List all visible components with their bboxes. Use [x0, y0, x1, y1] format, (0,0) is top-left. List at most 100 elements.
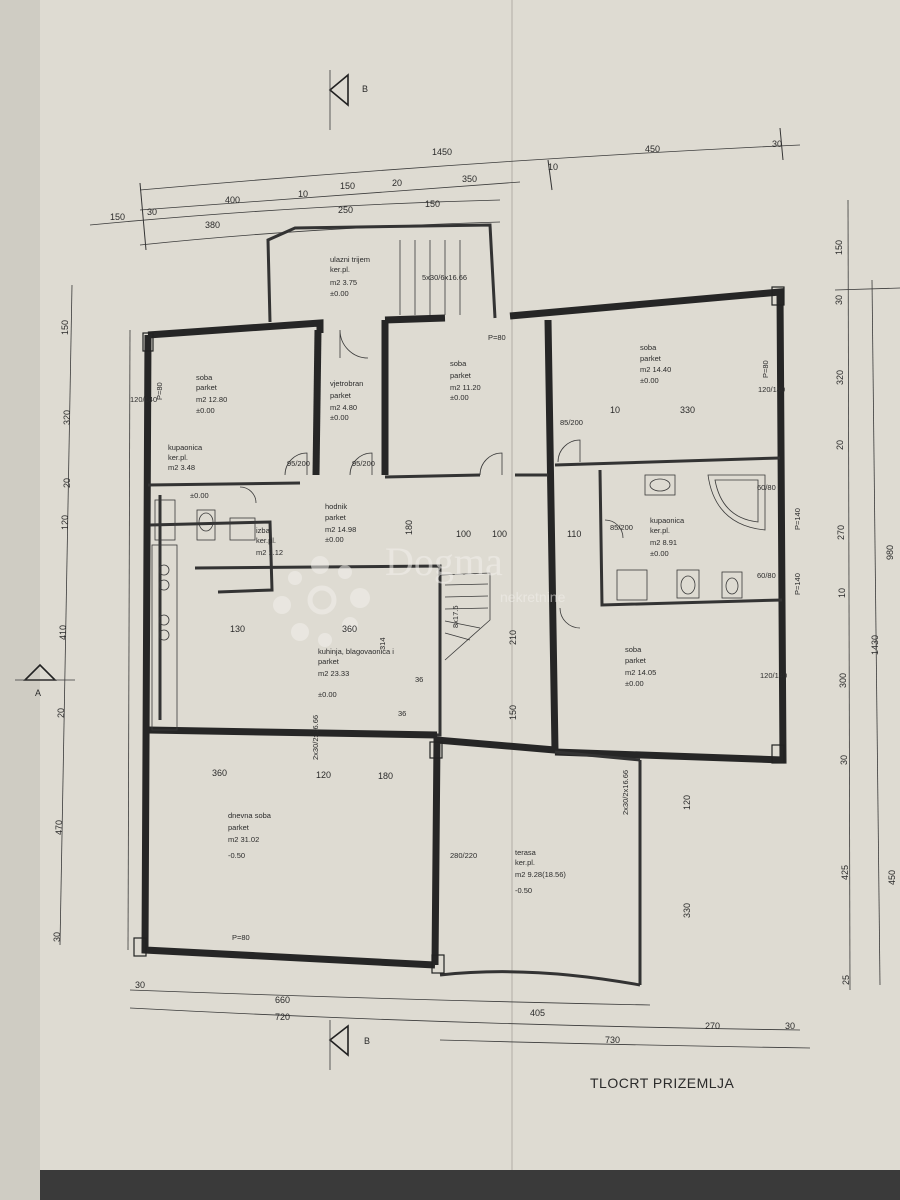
section-marker-bottom-label: B	[364, 1036, 370, 1046]
dim-bottom-720: 720	[275, 1012, 290, 1022]
room-name: kupaonica	[650, 516, 685, 525]
room-name: kupaonica	[168, 443, 203, 452]
room-name: izba	[256, 526, 271, 535]
inner-dim: 180	[404, 520, 414, 535]
dim-left-30: 30	[52, 932, 62, 942]
room-level: ±0.00	[330, 289, 349, 298]
room-area: m2 31.02	[228, 835, 259, 844]
opening-label: P=80	[232, 933, 250, 942]
dim-bottom-730: 730	[605, 1035, 620, 1045]
inner-dim: 180	[378, 771, 393, 781]
section-marker-top-label: B	[362, 84, 368, 94]
dim-right-150: 150	[834, 240, 844, 255]
dim-top-250: 250	[338, 205, 353, 215]
opening-label: P=140	[793, 508, 802, 530]
room-floor: parket	[196, 383, 218, 392]
dim-left-320: 320	[62, 410, 72, 425]
watermark-sub: nekretnine	[500, 589, 566, 605]
dim-top-400: 400	[225, 195, 240, 205]
dim-top-10a: 10	[548, 162, 558, 172]
dim-right-270: 270	[836, 525, 846, 540]
opening-label: 120/140	[130, 395, 157, 404]
room-label-vjetrobran: vjetrobran parket m2 4.80 ±0.00	[330, 379, 363, 422]
dim-left-470: 470	[54, 820, 64, 835]
room-name: vjetrobran	[330, 379, 363, 388]
inner-dim: 110	[567, 529, 581, 539]
dim-top-350: 350	[462, 174, 477, 184]
dim-left-20: 20	[62, 478, 72, 488]
room-area: m2 8.91	[650, 538, 677, 547]
room-level: ±0.00	[450, 393, 469, 402]
room-label-terasa: terasa ker.pl. m2 9.28(18.56) -0.50	[515, 848, 566, 895]
room-floor: parket	[640, 354, 662, 363]
inner-dim: 120	[682, 795, 692, 810]
section-marker-bottom: B	[328, 1020, 370, 1070]
room-floor: ker.pl.	[330, 265, 350, 274]
room-area: m2 23.33	[318, 669, 349, 678]
opening-label: 85/200	[610, 523, 633, 532]
dim-top-30a: 30	[772, 139, 782, 149]
stair-label: 5x30/6x16.66	[422, 273, 467, 282]
room-floor: parket	[330, 391, 352, 400]
room-level: -0.50	[228, 851, 245, 860]
room-label-soba-4: soba parket m2 14.05 ±0.00	[625, 645, 656, 688]
room-label-soba-3: soba parket m2 14.40 ±0.00	[640, 343, 671, 385]
room-label-kuhinja: kuhinja, blagovaonica i parket m2 23.33 …	[318, 647, 394, 699]
stair-label: 2x30/2x16.66	[311, 715, 320, 760]
inner-dim: 280/220	[450, 851, 477, 860]
opening-label: 95/200	[287, 459, 310, 468]
room-level: ±0.00	[325, 535, 344, 544]
opening-label: 85/200	[560, 418, 583, 427]
dim-bottom-405: 405	[530, 1008, 545, 1018]
dim-top-10b: 10	[298, 189, 308, 199]
stair-label: 2x30/2x16.66	[621, 770, 630, 815]
room-level: ±0.00	[196, 406, 215, 415]
dim-top-total: 1450	[432, 147, 452, 157]
dim-top-20: 20	[392, 178, 402, 188]
dim-right-20: 20	[835, 440, 845, 450]
dim-left-20b: 20	[56, 708, 66, 718]
room-area: m2 3.48	[168, 463, 195, 472]
watermark-brand: Dogma	[385, 539, 503, 584]
watermark-logo: Dogma nekretnine	[273, 539, 566, 647]
room-label-kupaonica-2: kupaonica ker.pl. m2 8.91 ±0.00	[650, 516, 685, 558]
room-label-kupaonica-1: kupaonica ker.pl. m2 3.48 ±0.00	[168, 443, 209, 500]
opening-label: 120/140	[760, 671, 787, 680]
room-floor: parket	[228, 823, 250, 832]
dim-left-410: 410	[58, 625, 68, 640]
dim-left-120: 120	[60, 515, 70, 530]
room-area: m2 4.80	[330, 403, 357, 412]
dim-right-25: 25	[841, 975, 851, 985]
inner-dimension-labels: P=80 P=80 P=80 P=80 P=140 P=140 120/140 …	[130, 273, 802, 942]
opening-label: 120/140	[758, 385, 785, 394]
door-swings	[239, 329, 624, 629]
dim-right-450: 450	[887, 870, 897, 885]
dim-right-300: 300	[838, 673, 848, 688]
inner-dim: 330	[682, 903, 692, 918]
room-area: m2 14.40	[640, 365, 671, 374]
room-label-izba: izba ker.pl. m2 1.12	[256, 526, 283, 557]
dim-bottom-30a: 30	[135, 980, 145, 990]
room-label-soba-1: soba parket m2 12.80 ±0.00	[196, 373, 227, 415]
dim-bottom-30b: 30	[785, 1021, 795, 1031]
dim-top-450: 450	[645, 144, 660, 154]
opening-label: P=80	[761, 360, 770, 378]
room-area: m2 12.80	[196, 395, 227, 404]
room-floor: parket	[318, 657, 340, 666]
dim-top-150b: 150	[110, 212, 125, 222]
opening-label: 60/80	[757, 483, 776, 492]
inner-dim: 330	[680, 405, 695, 415]
room-floor: ker.pl.	[515, 858, 535, 867]
dim-bottom-270: 270	[705, 1021, 720, 1031]
room-level: ±0.00	[650, 549, 669, 558]
bathroom-fixtures	[196, 474, 766, 601]
room-name: terasa	[515, 848, 537, 857]
room-name: ulazni trijem	[330, 255, 370, 264]
inner-dim: 314	[378, 637, 387, 650]
room-area: m2 14.05	[625, 668, 656, 677]
inner-dim: 130	[230, 624, 245, 634]
inner-dim: 100	[456, 529, 471, 539]
dim-right-320: 320	[835, 370, 845, 385]
room-area: m2 14.98	[325, 525, 356, 534]
